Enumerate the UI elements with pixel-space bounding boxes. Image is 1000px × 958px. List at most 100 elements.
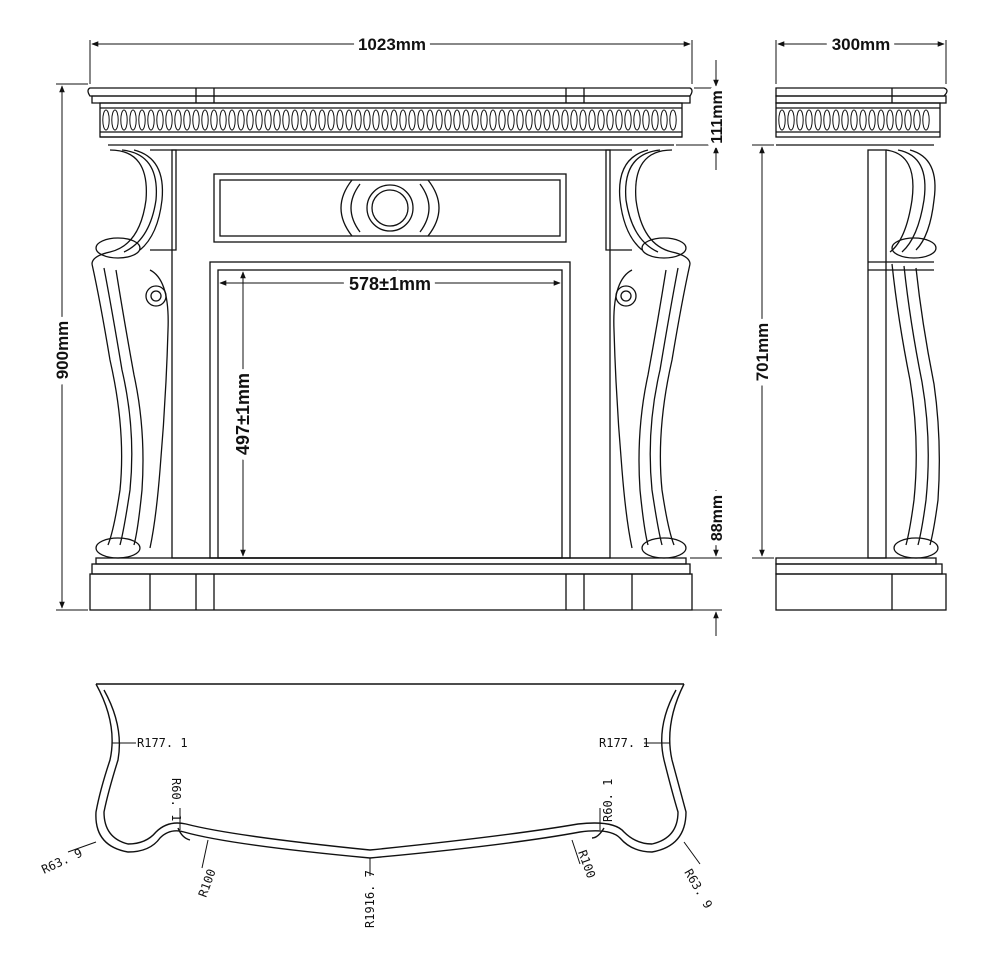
- frieze-egg: [183, 109, 191, 131]
- plan-leaders: [67, 742, 701, 876]
- frieze-egg: [156, 109, 164, 131]
- frieze-egg: [147, 109, 155, 131]
- overall-width-label: 1023mm: [358, 35, 426, 54]
- frieze-egg: [174, 109, 182, 131]
- frieze-egg: [579, 109, 587, 131]
- frieze-egg: [660, 109, 668, 131]
- front-view: [87, 87, 693, 611]
- frieze-egg: [904, 109, 912, 131]
- frieze-egg: [462, 109, 470, 131]
- frieze-egg: [534, 109, 542, 131]
- frieze-egg: [886, 109, 894, 131]
- frieze-egg: [814, 109, 822, 131]
- frieze-egg: [435, 109, 443, 131]
- frieze-egg: [399, 109, 407, 131]
- right-corbel: [605, 149, 691, 559]
- frieze-egg: [381, 109, 389, 131]
- frieze-egg: [570, 109, 578, 131]
- frieze-egg: [624, 109, 632, 131]
- frieze-egg: [669, 109, 677, 131]
- leg-height-label: 701mm: [753, 323, 772, 382]
- frieze-egg: [868, 109, 876, 131]
- radius-left-upper: R177. 1: [137, 736, 188, 750]
- frieze-egg: [228, 109, 236, 131]
- frieze-egg: [345, 109, 353, 131]
- frieze-egg: [336, 109, 344, 131]
- plinth-height-label: 88mm: [709, 495, 726, 541]
- frieze-egg: [850, 109, 858, 131]
- radius-left-notch: R60. 1: [169, 778, 183, 821]
- frieze-egg: [525, 109, 533, 131]
- frieze-egg: [264, 109, 272, 131]
- frieze-egg: [633, 109, 641, 131]
- frieze-egg: [417, 109, 425, 131]
- frieze-egg: [165, 109, 173, 131]
- radius-right-upper: R177. 1: [599, 736, 650, 750]
- depth-label: 300mm: [832, 35, 891, 54]
- frieze-egg: [895, 109, 903, 131]
- frieze-egg: [426, 109, 434, 131]
- frieze-egg: [913, 109, 921, 131]
- frieze-egg: [543, 109, 551, 131]
- frieze-egg: [246, 109, 254, 131]
- frieze-egg: [138, 109, 146, 131]
- frieze-egg: [192, 109, 200, 131]
- frieze-egg: [237, 109, 245, 131]
- radius-right-transition: R100: [575, 848, 598, 880]
- frieze-egg: [219, 109, 227, 131]
- frieze-egg: [282, 109, 290, 131]
- frieze-egg: [489, 109, 497, 131]
- opening-width-label: 578±1mm: [349, 274, 431, 294]
- frieze-egg: [498, 109, 506, 131]
- frieze-egg-pattern: [102, 109, 677, 131]
- frieze-egg: [796, 109, 804, 131]
- frieze-egg: [832, 109, 840, 131]
- radius-left-transition: R100: [196, 867, 219, 899]
- frieze-egg: [471, 109, 479, 131]
- frieze-egg: [390, 109, 398, 131]
- frieze-egg: [507, 109, 515, 131]
- frieze-egg: [823, 109, 831, 131]
- side-frieze-egg-pattern: [778, 109, 930, 131]
- frieze-egg: [309, 109, 317, 131]
- frieze-egg: [597, 109, 605, 131]
- frieze-egg: [201, 109, 209, 131]
- frieze-egg: [408, 109, 416, 131]
- frieze-egg: [363, 109, 371, 131]
- frieze-egg: [480, 109, 488, 131]
- frieze-egg: [877, 109, 885, 131]
- side-view: [775, 87, 948, 611]
- front-dimensions: [56, 40, 722, 636]
- frieze-egg: [255, 109, 263, 131]
- frieze-egg: [300, 109, 308, 131]
- radius-front-arc: R1916. 7: [363, 870, 377, 928]
- frieze-egg: [841, 109, 849, 131]
- side-dimensions: [752, 40, 947, 559]
- frieze-egg: [615, 109, 623, 131]
- frieze-egg: [859, 109, 867, 131]
- frieze-egg: [102, 109, 110, 131]
- frieze-egg: [120, 109, 128, 131]
- frieze-egg: [111, 109, 119, 131]
- frieze-egg: [354, 109, 362, 131]
- frieze-egg: [291, 109, 299, 131]
- frieze-height-label: 111mm: [709, 90, 726, 143]
- opening-height-label: 497±1mm: [233, 373, 253, 455]
- frieze-egg: [642, 109, 650, 131]
- frieze-egg: [561, 109, 569, 131]
- frieze-egg: [552, 109, 560, 131]
- frieze-egg: [787, 109, 795, 131]
- radius-right-corner: R63. 9: [681, 867, 715, 912]
- frieze-egg: [129, 109, 137, 131]
- frieze-egg: [318, 109, 326, 131]
- frieze-egg: [778, 109, 786, 131]
- frieze-egg: [453, 109, 461, 131]
- radius-left-corner: R63. 9: [39, 846, 84, 877]
- plan-view: [95, 683, 687, 859]
- overall-height-label: 900mm: [53, 321, 72, 380]
- frieze-egg: [922, 109, 930, 131]
- frieze-egg: [651, 109, 659, 131]
- frieze-egg: [372, 109, 380, 131]
- frieze-egg: [606, 109, 614, 131]
